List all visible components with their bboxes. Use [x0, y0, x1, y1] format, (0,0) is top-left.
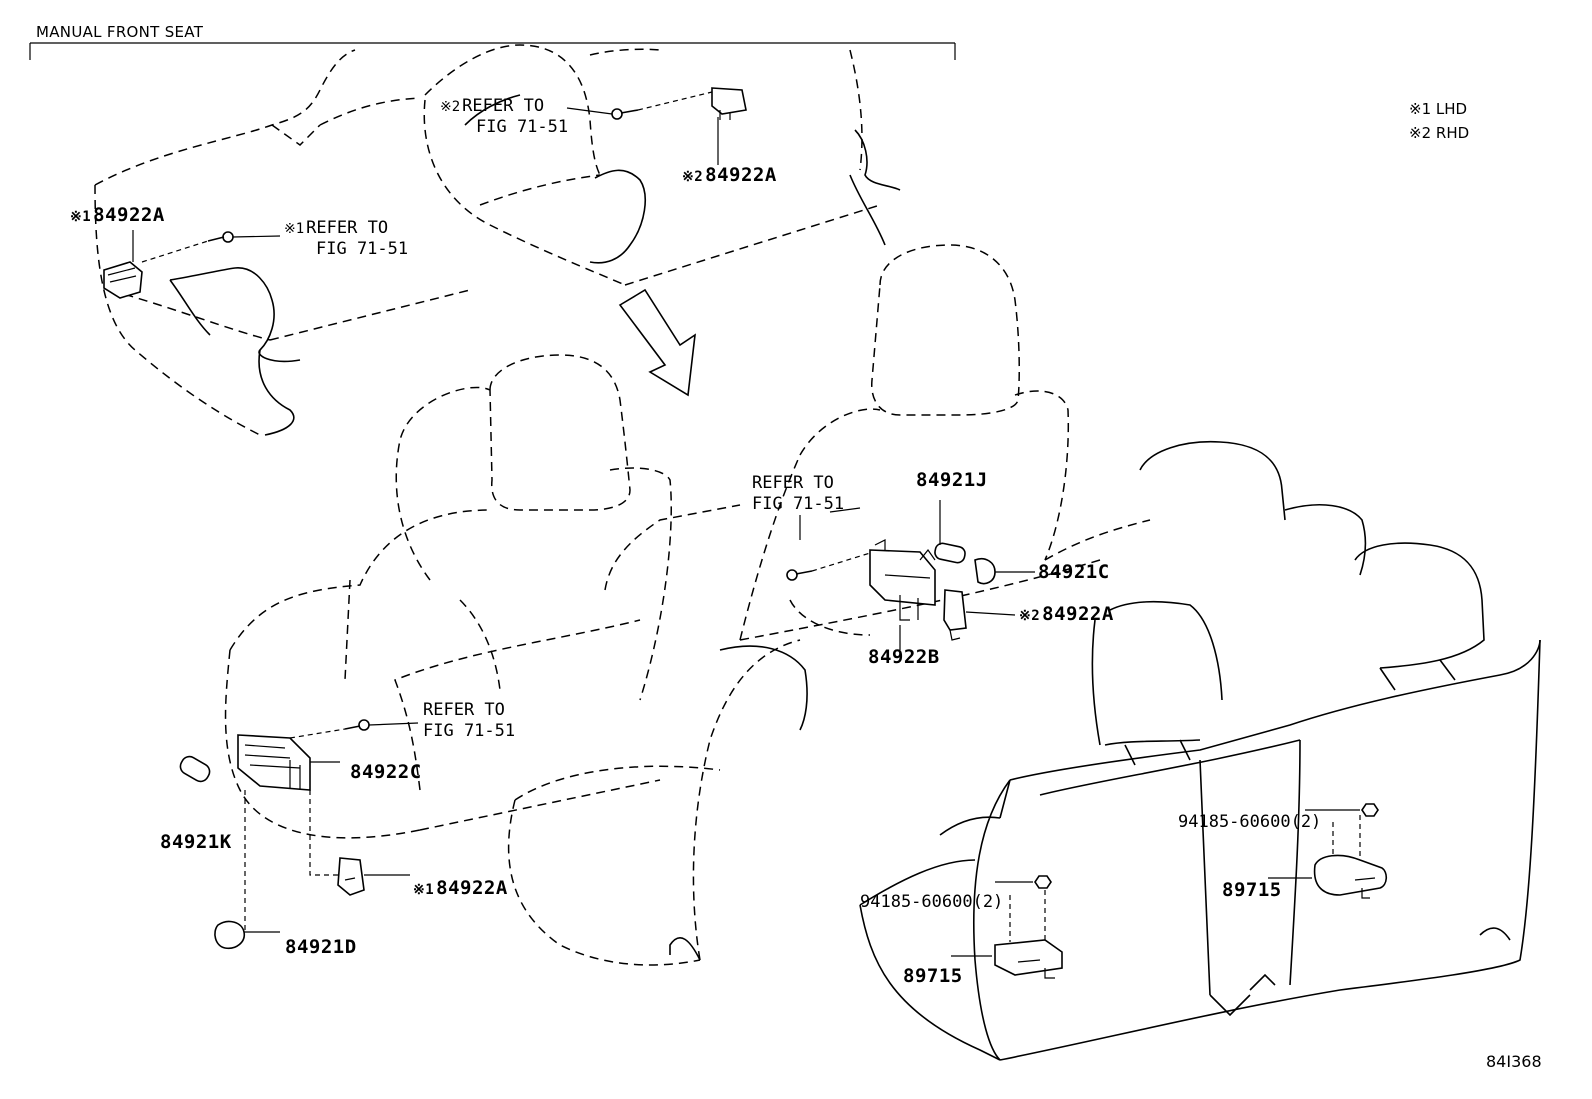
- part-label-89715-right[interactable]: 89715: [1222, 879, 1282, 901]
- module-89715-left-illustration: [951, 890, 1063, 979]
- region-mark: ※1: [284, 221, 305, 237]
- legend-text: LHD: [1435, 100, 1468, 118]
- switch-84922A-left-illustration: [103, 261, 143, 299]
- region-mark: ※2: [440, 99, 461, 115]
- transition-arrow: [618, 288, 696, 397]
- part-number: 84922A: [436, 877, 508, 899]
- nut-left-illustration: [995, 875, 1052, 889]
- region-mark: ※1: [70, 209, 92, 225]
- screw-top-illustration: [611, 108, 639, 120]
- inset-leader-lines: [132, 91, 719, 263]
- part-label-nut-right[interactable]: 94185-60600(2): [1178, 812, 1322, 832]
- refer-label-b-fig[interactable]: FIG 71-51: [316, 239, 409, 259]
- left-leader-lines: [244, 722, 419, 933]
- inset-seat-left-outline: [94, 49, 471, 436]
- part-label-84921D[interactable]: 84921D: [285, 936, 357, 958]
- refer-label-c-fig[interactable]: FIG 71-51: [752, 494, 845, 514]
- screw-left-illustration: [207, 231, 234, 243]
- section-header-rule: [29, 42, 956, 60]
- front-seat-left-outline: [224, 354, 741, 966]
- knob-84921K-illustration: [179, 755, 211, 783]
- figure-number: 84I368: [1486, 1052, 1542, 1071]
- center-leader-lines: [799, 500, 1035, 650]
- refer-line1: REFER TO: [306, 218, 389, 238]
- part-label-84921C[interactable]: 84921C: [1038, 561, 1110, 583]
- part-label-84921K[interactable]: 84921K: [160, 831, 232, 853]
- region-mark: ※2: [682, 169, 704, 185]
- switch-84922A-low-illustration: [337, 857, 365, 896]
- legend-item-lhd: ※1 LHD: [1409, 100, 1467, 118]
- bracket-84922B-illustration: [869, 539, 936, 621]
- screw-84922C-illustration: [344, 719, 370, 731]
- nut-right-illustration: [1305, 803, 1379, 817]
- section-title: MANUAL FRONT SEAT: [36, 23, 204, 41]
- front-seat-right-outline: [669, 244, 1151, 961]
- part-label-84922C[interactable]: 84922C: [350, 761, 422, 783]
- region-mark: ※2: [1019, 608, 1041, 624]
- part-label-84921J[interactable]: 84921J: [916, 469, 988, 491]
- refer-label-d-fig[interactable]: FIG 71-51: [423, 721, 516, 741]
- legend-mark: ※2: [1409, 124, 1432, 142]
- region-mark: ※1: [413, 882, 435, 898]
- module-89715-right-illustration: [1268, 815, 1388, 899]
- part-number: 84922A: [705, 164, 777, 186]
- part-number: 84922A: [1042, 603, 1114, 625]
- refer-label-d[interactable]: REFER TO: [423, 700, 505, 720]
- refer-line1: REFER TO: [462, 96, 545, 116]
- part-label-nut-left[interactable]: 94185-60600(2): [860, 892, 1004, 912]
- cap-84921C-illustration: [974, 557, 996, 585]
- legend-item-rhd: ※2 RHD: [1409, 124, 1469, 142]
- refer-label-c[interactable]: REFER TO: [752, 473, 834, 493]
- part-number: 84922A: [93, 204, 165, 226]
- cover-84921J-illustration: [934, 542, 966, 564]
- rear-seat-outline: [859, 440, 1541, 1061]
- knob-84921D-illustration: [214, 920, 246, 950]
- part-label-84922B[interactable]: 84922B: [868, 646, 940, 668]
- legend-text: RHD: [1435, 124, 1470, 142]
- inset-seat-right-outline: [423, 44, 901, 286]
- screw-mid-illustration: [786, 569, 813, 581]
- legend-mark: ※1: [1409, 100, 1432, 118]
- part-label-89715-left[interactable]: 89715: [903, 965, 963, 987]
- switch-84922C-illustration: [237, 734, 311, 791]
- switch-84922A-mid-illustration: [943, 589, 967, 641]
- refer-label-a-fig[interactable]: FIG 71-51: [476, 117, 569, 137]
- switch-84922A-top-illustration: [711, 87, 747, 120]
